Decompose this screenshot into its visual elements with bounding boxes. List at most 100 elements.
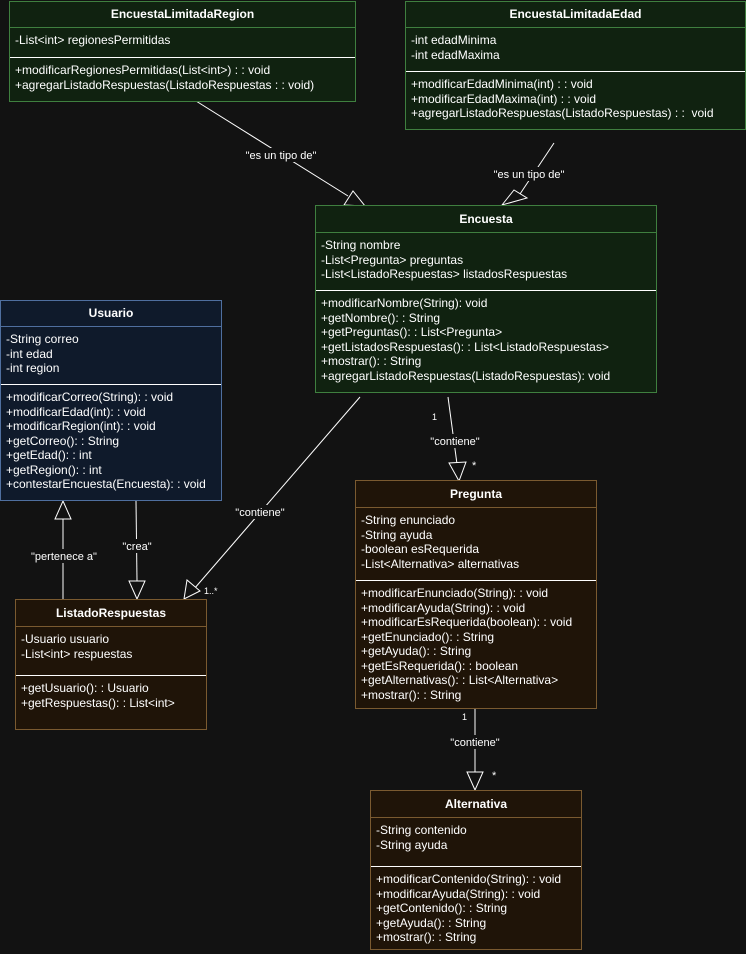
class-attribute: -String contenido xyxy=(376,823,467,837)
attributes-section: -String contenido-String ayuda xyxy=(371,818,581,866)
class-method: +modificarContenido(String): : void xyxy=(376,872,562,886)
class-method: +modificarEdadMinima(int) : : void xyxy=(411,77,593,91)
class-attribute: -int edad xyxy=(6,346,53,361)
attributes-section: -Usuario usuario-List<int> respuestas xyxy=(16,627,206,675)
edge-survey-question-label: "contiene" xyxy=(430,436,479,448)
methods-section: +modificarCorreo(String): : void+modific… xyxy=(1,384,221,500)
class-method: +getAyuda(): : String xyxy=(361,644,472,658)
class-attribute: -List<Pregunta> preguntas xyxy=(321,252,464,267)
edge-question-alternative-target-multiplicity: * xyxy=(492,770,497,782)
class-attribute: -String nombre xyxy=(321,238,401,252)
class-attribute: -int edadMinima xyxy=(411,33,497,47)
class-attribute: -List<Alternativa> alternativas xyxy=(361,556,520,571)
class-method: +modificarRegionesPermitidas(List<int>) … xyxy=(15,63,271,77)
class-method: +getContenido(): : String xyxy=(376,901,508,915)
edge-region-isa-label: "es un tipo de" xyxy=(246,150,317,162)
attributes-section: -List<int> regionesPermitidas xyxy=(10,28,355,57)
edge-region-isa-arrowhead xyxy=(343,190,367,207)
class-method: +getAlternativas(): : List<Alternativa> xyxy=(361,673,559,687)
class-name: Usuario xyxy=(1,301,221,327)
methods-section: +modificarRegionesPermitidas(List<int>) … xyxy=(10,57,355,101)
class-name: Pregunta xyxy=(356,481,596,508)
edge-survey-question-line xyxy=(447,396,458,465)
class-encuesta[interactable]: Encuesta -String nombre-List<Pregunta> p… xyxy=(315,205,657,393)
class-method: +mostrar(): : String xyxy=(321,354,422,368)
edge-question-alternative-arrowhead xyxy=(466,771,484,792)
class-method: +modificarAyuda(String): : void xyxy=(361,600,526,615)
edge-region-isa-label-bg xyxy=(243,148,319,162)
class-method: +getListadosRespuestas(): : List<Listado… xyxy=(321,339,609,354)
edge-user-creates-label-bg xyxy=(119,539,155,553)
class-method: +getNombre(): : String xyxy=(321,310,441,325)
methods-section: +modificarEnunciado(String): : void+modi… xyxy=(356,580,596,708)
class-pregunta[interactable]: Pregunta -String enunciado-String ayuda-… xyxy=(355,480,597,709)
class-method: +contestarEncuesta(Encuesta): : void xyxy=(6,477,206,491)
edge-belongs-arrowhead xyxy=(54,499,72,520)
class-attribute: -int edadMaxima xyxy=(411,47,500,62)
class-method: +mostrar(): : String xyxy=(376,930,477,944)
edge-age-isa-label: "es un tipo de" xyxy=(494,169,565,181)
edge-user-creates-arrowhead xyxy=(128,580,146,601)
class-attribute: -String ayuda xyxy=(361,527,433,542)
class-listado-respuestas[interactable]: ListadoRespuestas -Usuario usuario-List<… xyxy=(15,599,207,730)
class-alternativa[interactable]: Alternativa -String contenido-String ayu… xyxy=(370,790,582,950)
class-attribute: -List<int> regionesPermitidas xyxy=(15,33,171,47)
class-method: +modificarEsRequerida(boolean): : void xyxy=(361,615,573,629)
class-method: +getRegion(): : int xyxy=(6,462,102,477)
class-method: +modificarCorreo(String): : void xyxy=(6,390,174,404)
class-method: +getRespuestas(): : List<int> xyxy=(21,695,175,710)
class-method: +mostrar(): : String xyxy=(361,687,462,702)
class-usuario[interactable]: Usuario -String correo-int edad-int regi… xyxy=(0,300,222,501)
edge-survey-question-target-multiplicity: * xyxy=(472,460,477,472)
edge-user-creates-label: "crea" xyxy=(122,541,151,553)
methods-section: +modificarNombre(String): void+getNombre… xyxy=(316,290,656,392)
class-method: +getAyuda(): : String xyxy=(376,915,487,930)
attributes-section: -String correo-int edad-int region xyxy=(1,327,221,384)
class-attribute: -Usuario usuario xyxy=(21,632,110,646)
class-method: +modificarEdadMaxima(int) : : void xyxy=(411,91,597,106)
methods-section: +modificarContenido(String): : void+modi… xyxy=(371,866,581,949)
class-name: EncuestaLimitadaEdad xyxy=(406,2,745,28)
class-attribute: -String ayuda xyxy=(376,837,448,852)
class-method: +modificarEnunciado(String): : void xyxy=(361,586,549,600)
edge-question-alternative-label-bg xyxy=(448,735,502,749)
edge-survey-answers-target-multiplicity: 1..* xyxy=(204,586,218,596)
class-method: +modificarEdad(int): : void xyxy=(6,404,146,419)
class-attribute: -List<ListadoRespuestas> listadosRespues… xyxy=(321,267,568,281)
class-encuesta-limitada-edad[interactable]: EncuestaLimitadaEdad -int edadMinima-int… xyxy=(405,1,746,130)
class-name: Encuesta xyxy=(316,206,656,233)
class-method: +getEnunciado(): : String xyxy=(361,629,495,644)
class-method: +getCorreo(): : String xyxy=(6,433,120,448)
class-method: +modificarAyuda(String): : void xyxy=(376,886,541,901)
class-method: +modificarNombre(String): void xyxy=(321,296,488,310)
edge-belongs-label-bg xyxy=(28,549,100,563)
edge-survey-answers-label: "contiene" xyxy=(235,507,284,519)
class-name: EncuestaLimitadaRegion xyxy=(10,2,355,28)
edge-survey-question-arrowhead xyxy=(448,461,467,483)
edge-age-isa-arrowhead xyxy=(500,189,529,206)
attributes-section: -String nombre-List<Pregunta> preguntas-… xyxy=(316,233,656,290)
class-name: Alternativa xyxy=(371,791,581,818)
attributes-section: -int edadMinima-int edadMaxima xyxy=(406,28,745,71)
edge-question-alternative-source-multiplicity: 1 xyxy=(462,712,467,722)
edge-question-alternative-label: "contiene" xyxy=(450,737,499,749)
class-method: +agregarListadoRespuestas(ListadoRespues… xyxy=(15,77,315,92)
methods-section: +modificarEdadMinima(int) : : void+modif… xyxy=(406,71,745,129)
methods-section: +getUsuario(): : Usuario+getRespuestas()… xyxy=(16,675,206,729)
edge-survey-answers-line xyxy=(193,396,361,590)
class-name: ListadoRespuestas xyxy=(16,600,206,627)
class-method: +agregarListadoRespuestas(ListadoRespues… xyxy=(411,106,714,120)
class-method: +modificarRegion(int): : void xyxy=(6,419,156,433)
class-method: +agregarListadoRespuestas(ListadoRespues… xyxy=(321,368,611,383)
class-method: +getEsRequerida(): : boolean xyxy=(361,658,519,673)
edge-survey-question-source-multiplicity: 1 xyxy=(432,412,437,422)
attributes-section: -String enunciado-String ayuda-boolean e… xyxy=(356,508,596,580)
class-method: +getEdad(): : int xyxy=(6,448,92,462)
class-attribute: -boolean esRequerida xyxy=(361,542,480,556)
class-method: +getPreguntas(): : List<Pregunta> xyxy=(321,325,503,339)
edge-survey-answers-label-bg xyxy=(233,505,287,519)
class-method: +getUsuario(): : Usuario xyxy=(21,681,149,695)
edge-age-isa-label-bg xyxy=(491,167,567,181)
edge-survey-answers-arrowhead xyxy=(183,579,201,600)
class-encuesta-limitada-region[interactable]: EncuestaLimitadaRegion -List<int> region… xyxy=(9,1,356,102)
